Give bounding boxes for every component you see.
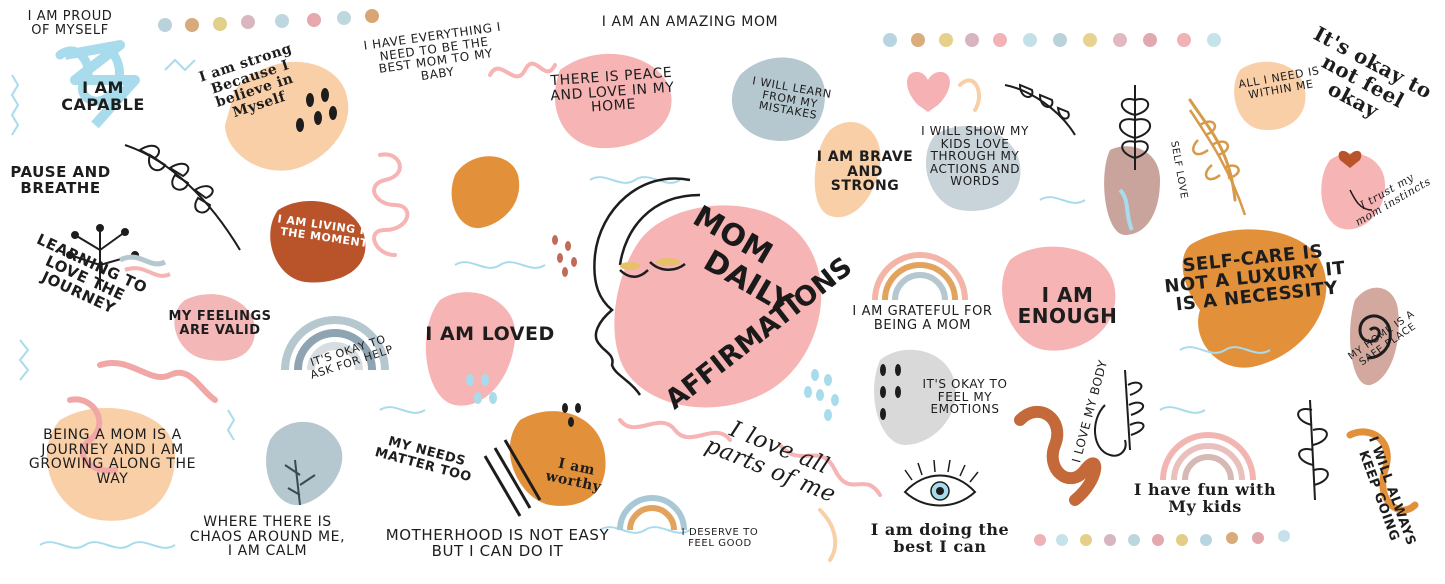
rainbow-deserve (617, 495, 687, 531)
plant-vase (1119, 85, 1151, 170)
affirmation-okay-feel-emotions: IT'S OKAY TO FEEL MY EMOTIONS (922, 377, 1008, 417)
blob-orange-selfcare (1182, 229, 1327, 368)
blob-mauve-vase (1104, 146, 1160, 235)
affirmation-proud: I AM PROUD OF MYSELF (27, 9, 113, 38)
dot-row-top-left (158, 9, 379, 32)
blob-leaf-orange (451, 156, 520, 229)
blob-peach-brave (814, 122, 881, 218)
affirmation-amazing-mom: I AM AN AMAZING MOM (601, 14, 779, 30)
affirmation-enough: I AM ENOUGH (1017, 283, 1118, 328)
dot-row-bottom-right (1034, 530, 1290, 546)
affirmation-peace-love: THERE IS PEACE AND LOVE IN MY HOME (549, 64, 676, 116)
dot-row-top-right (883, 33, 1221, 47)
affirmation-not-easy: MOTHERHOOD IS NOT EASY BUT I CAN DO IT (385, 526, 610, 560)
blob-peach-within (1234, 61, 1306, 131)
affirmation-journey-growing: BEING A MOM IS A JOURNEY AND I AM GROWIN… (28, 427, 197, 488)
blob-gray-emotions (874, 349, 956, 445)
blob-bluegray-learn (731, 57, 825, 141)
branch-top-right (1004, 83, 1076, 136)
blob-pink-feelings (174, 294, 255, 361)
rainbow-grateful (872, 252, 968, 301)
branch-bottom-right (1297, 399, 1329, 501)
affirmation-chaos-calm: WHERE THERE IS CHAOS AROUND ME, I AM CAL… (189, 514, 346, 560)
blob-bluegray-showlove (925, 126, 1021, 211)
affirmation-fun-kids: I have fun with My kids (1133, 480, 1277, 516)
blob-peach-strong (225, 61, 349, 171)
affirmation-grateful: I AM GRATEFUL FOR BEING A MOM (852, 304, 993, 333)
affirmation-loved: I AM LOVED (425, 323, 555, 345)
eye-icon (903, 459, 979, 507)
blob-pink-peace (554, 53, 672, 149)
branch-left (124, 144, 241, 251)
affirmation-doing-best: I am doing the best I can (870, 520, 1010, 556)
rainbow-help (281, 316, 389, 371)
rainbow-fun (1160, 432, 1256, 481)
heart (907, 71, 950, 112)
blob-pink-enough (1002, 246, 1116, 351)
affirmation-brave-strong: I AM BRAVE AND STRONG (816, 149, 914, 195)
face-body-lineart (1093, 369, 1145, 457)
affirmation-feelings-valid: MY FEELINGS ARE VALID (168, 309, 272, 338)
blob-orange-worthy (509, 411, 606, 506)
blob-center-pink (614, 205, 822, 408)
affirmation-capable: I AM CAPABLE (61, 78, 145, 114)
blob-peach-journey (46, 407, 175, 521)
affirmation-deserve-good: I DESERVE TO FEEL GOOD (681, 527, 759, 549)
spiral (1358, 314, 1392, 360)
affirmation-pause-breathe: PAUSE AND BREATHE (10, 163, 111, 197)
blob-rust-living (270, 201, 366, 283)
blob-bluegray-chaos (266, 421, 343, 506)
face-line-art (593, 177, 701, 396)
blob-mauve-home (1350, 287, 1399, 386)
branch-orange (1188, 109, 1247, 216)
blob-pink-loved (425, 292, 516, 406)
affirmation-show-kids-love: I WILL SHOW MY KIDS LOVE THROUGH MY ACTI… (921, 124, 1029, 189)
branch-bunch (66, 224, 139, 290)
